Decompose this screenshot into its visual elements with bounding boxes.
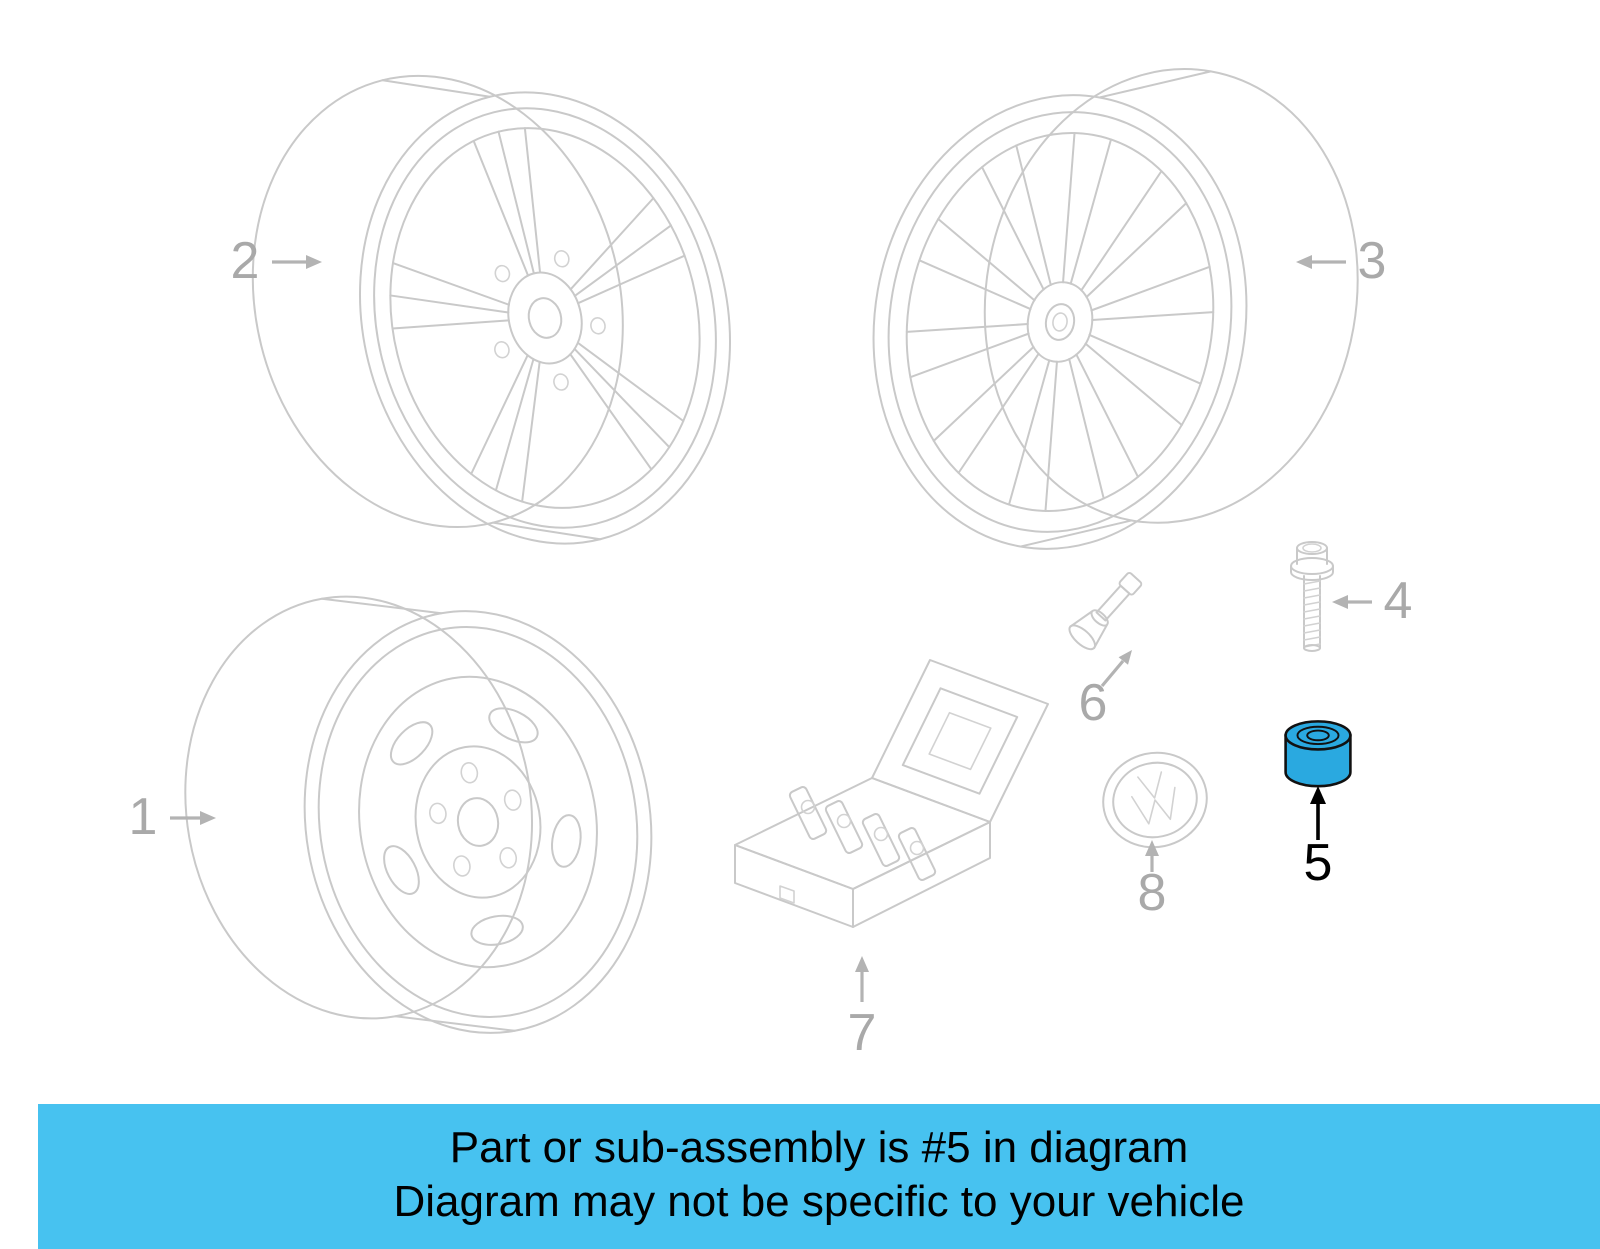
callout-arrow-3 — [1296, 255, 1346, 269]
alloy-wheel-ten-spoke-illustration — [872, 68, 1359, 550]
callout-label-6: 6 — [1079, 674, 1108, 732]
info-banner-background — [38, 1104, 1600, 1249]
callout-arrow-7 — [855, 956, 869, 1002]
callout-label-2: 2 — [231, 232, 260, 290]
callout-label-1: 1 — [129, 788, 158, 846]
wheel-spokes — [389, 127, 686, 503]
info-banner-line1: Part or sub-assembly is #5 in diagram — [450, 1123, 1189, 1172]
callout-label-3: 3 — [1358, 232, 1387, 290]
callout-label-4: 4 — [1384, 572, 1413, 630]
callout-arrow-1 — [170, 811, 216, 825]
callout-label-8: 8 — [1138, 864, 1167, 922]
steel-wheel-illustration — [184, 595, 653, 1034]
vw-logo-icon — [1131, 771, 1176, 825]
lug-nut-cap-top — [1284, 720, 1352, 751]
callout-arrow-5-highlighted — [1310, 786, 1326, 840]
callout-label-5-highlighted: 5 — [1304, 834, 1333, 892]
callout-arrow-6 — [1100, 650, 1132, 688]
center-cap-vw-emblem-illustration — [1102, 751, 1208, 849]
info-banner-line2: Diagram may not be specific to your vehi… — [393, 1177, 1244, 1226]
wheel-spokes — [905, 132, 1215, 512]
callout-arrow-8 — [1145, 840, 1159, 872]
wheel-bolt-illustration — [1290, 541, 1334, 652]
alloy-wheel-five-double-spoke-illustration — [251, 74, 732, 545]
callout-arrow-2 — [272, 255, 322, 269]
wheel-lock-kit-illustration — [734, 659, 1049, 928]
lug-nut-cap-illustration-highlighted — [1284, 720, 1352, 788]
lug-nut-cap-bore — [1306, 729, 1330, 742]
valve-stem-illustration — [1068, 572, 1143, 651]
callout-arrow-4 — [1332, 595, 1372, 609]
callout-label-7: 7 — [848, 1004, 877, 1062]
